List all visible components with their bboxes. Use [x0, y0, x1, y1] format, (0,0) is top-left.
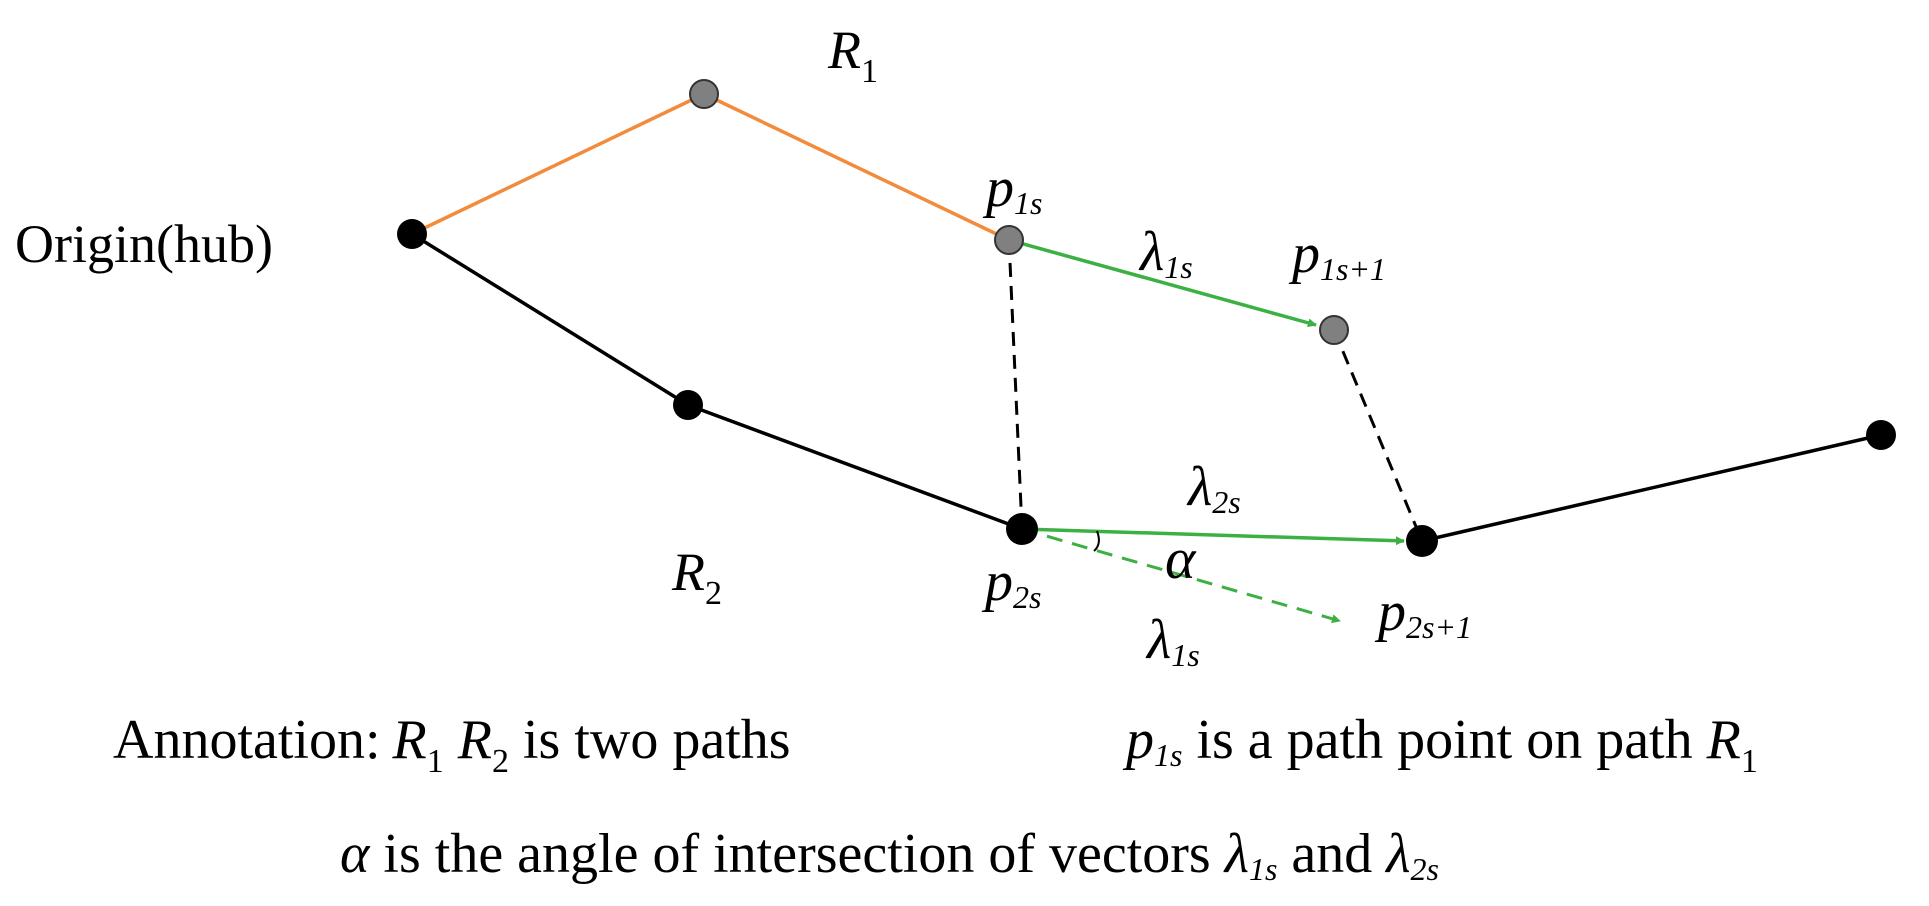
- node-r1-1: [689, 79, 719, 109]
- label-origin: Origin(hub): [15, 214, 273, 274]
- label-alpha: α: [1165, 526, 1197, 591]
- label-p1s: p1s: [982, 157, 1042, 221]
- vector-lambda1s: [1008, 238, 1317, 328]
- path-r2-segment-end: [1421, 433, 1882, 543]
- label-p2s1: p2s+1: [1374, 581, 1472, 645]
- node-p1s1: [1319, 315, 1349, 345]
- node-p2s: [1006, 513, 1038, 545]
- annotation-line-2: α is the angle of intersection of vector…: [340, 823, 1439, 887]
- path-r2-line: [411, 232, 1023, 531]
- node-origin: [397, 219, 427, 249]
- path-r1-line: [411, 92, 1010, 242]
- annotation-colon: :: [365, 709, 381, 771]
- node-p1s: [994, 225, 1024, 255]
- label-lambda2s: λ2s: [1186, 456, 1241, 520]
- annotation-line-1-right: p1s is a path point on path R1: [1122, 709, 1758, 780]
- vector-lambda1s-dashed: [1021, 527, 1341, 624]
- label-p2s: p2s: [981, 551, 1041, 615]
- annotation-prefix: Annotation: [113, 709, 365, 771]
- node-p2s1: [1406, 525, 1438, 557]
- node-r2-end: [1866, 420, 1896, 450]
- projection-line-p1s1: [1332, 329, 1424, 542]
- label-lambda1s-dashed: λ1s: [1145, 609, 1200, 673]
- projection-line-p1s: [1007, 239, 1024, 530]
- label-r1: R1: [827, 20, 878, 90]
- label-lambda1s: λ1s: [1138, 221, 1193, 285]
- node-r2-1: [673, 390, 703, 420]
- angle-arc: [1093, 530, 1100, 552]
- label-p1s1: p1s+1: [1288, 223, 1386, 287]
- vector-lambda2s: [1021, 527, 1405, 546]
- label-r2: R2: [671, 542, 722, 612]
